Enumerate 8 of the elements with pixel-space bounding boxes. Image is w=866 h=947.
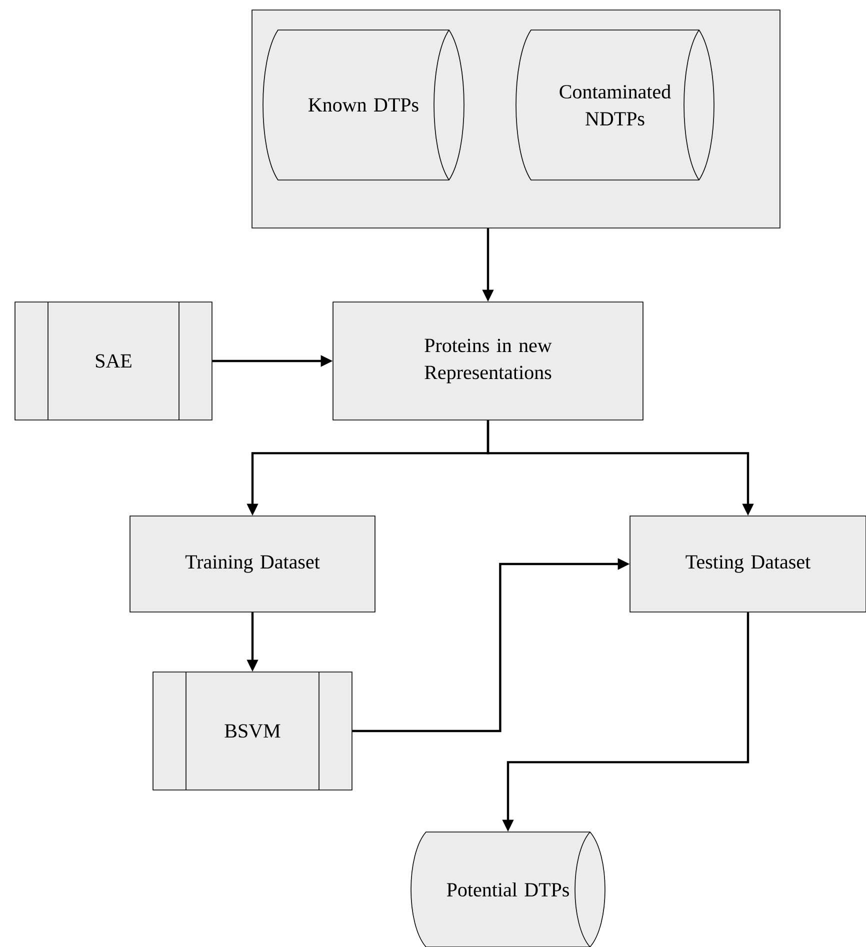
predefined-process-box: SAE bbox=[14, 302, 212, 420]
predefined-process-box: BSVM bbox=[152, 672, 352, 790]
storage-cylinder: Known DTPs bbox=[262, 30, 464, 180]
storage-cylinder: Potential DTPs bbox=[410, 832, 606, 947]
storage-cylinder: Contaminated NDTPs bbox=[516, 30, 714, 180]
process-box: Testing Dataset bbox=[630, 516, 866, 612]
process-box: Proteins in new Representations bbox=[332, 302, 644, 420]
process-box: Training Dataset bbox=[130, 516, 376, 612]
